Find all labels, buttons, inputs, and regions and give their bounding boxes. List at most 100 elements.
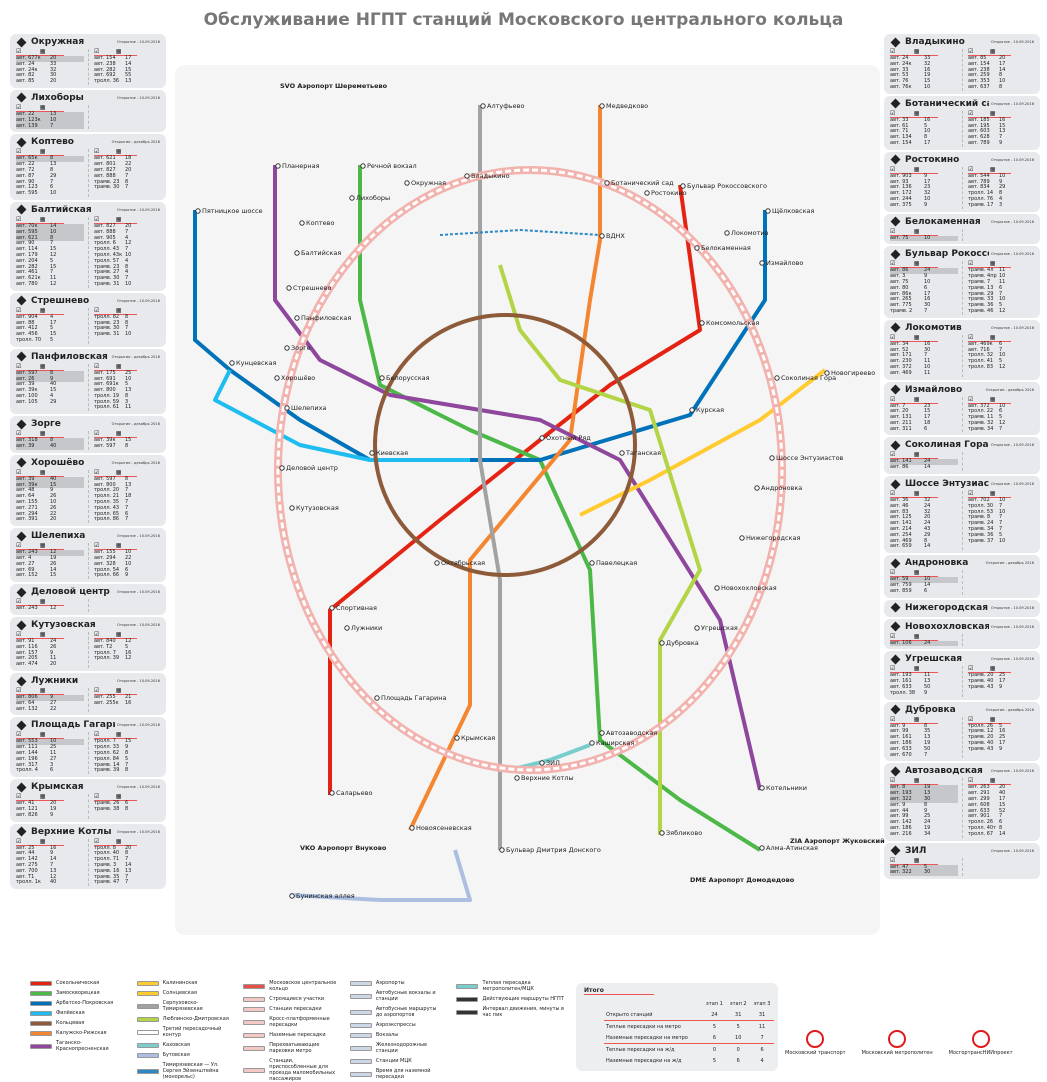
station-marker[interactable] [694, 245, 700, 251]
airport-label[interactable]: VKO Аэропорт Внуково [300, 844, 387, 852]
station-marker[interactable] [759, 845, 765, 851]
station-label[interactable]: Окружная [411, 179, 446, 187]
station-marker[interactable] [344, 625, 350, 631]
station-marker[interactable] [499, 847, 505, 853]
station-label[interactable]: Измайлово [766, 259, 803, 267]
station-marker[interactable] [769, 455, 775, 461]
station-label[interactable]: Ростокино [651, 189, 687, 197]
station-marker[interactable] [294, 315, 300, 321]
station-marker[interactable] [599, 730, 605, 736]
station-label[interactable]: Локомотив [731, 229, 769, 237]
station-label[interactable]: Белокаменная [701, 244, 751, 252]
station-marker[interactable] [754, 485, 760, 491]
station-label[interactable]: Андроновка [761, 484, 802, 492]
station-marker[interactable] [275, 163, 281, 169]
station-marker[interactable] [409, 825, 415, 831]
station-label[interactable]: Угрешская [701, 624, 738, 632]
station-label[interactable]: Шелепиха [291, 404, 326, 412]
station-marker[interactable] [464, 173, 470, 179]
station-label[interactable]: Зорге [291, 344, 311, 352]
airport-label[interactable]: SVO Аэропорт Шереметьево [280, 82, 388, 90]
station-marker[interactable] [680, 183, 686, 189]
station-label[interactable]: Дубровка [666, 639, 699, 647]
station-label[interactable]: Зябликово [666, 829, 702, 837]
station-label[interactable]: Лужники [351, 624, 382, 632]
station-marker[interactable] [759, 260, 765, 266]
station-label[interactable]: Бульвар Дмитрия Донского [506, 846, 601, 854]
station-label[interactable]: Котельники [766, 784, 807, 792]
station-marker[interactable] [289, 505, 295, 511]
station-marker[interactable] [599, 233, 605, 239]
station-label[interactable]: ЗИЛ [546, 759, 560, 767]
station-label[interactable]: Балтийская [301, 249, 341, 257]
station-label[interactable]: Комсомольская [706, 319, 759, 327]
station-label[interactable]: Медведково [606, 102, 648, 110]
station-label[interactable]: Курская [696, 406, 724, 414]
station-marker[interactable] [480, 103, 486, 109]
station-label[interactable]: Верхние Котлы [521, 774, 574, 782]
station-label[interactable]: Панфиловская [301, 314, 351, 322]
station-label[interactable]: Ботанический сад [611, 179, 674, 187]
station-label[interactable]: ВДНХ [606, 232, 625, 240]
station-marker[interactable] [299, 220, 305, 226]
station-label[interactable]: Владыкино [471, 172, 510, 180]
station-marker[interactable] [274, 375, 280, 381]
station-label[interactable]: Новогиреево [831, 369, 875, 377]
station-label[interactable]: Щёлковская [772, 207, 814, 215]
station-marker[interactable] [644, 190, 650, 196]
station-marker[interactable] [659, 640, 665, 646]
station-label[interactable]: Лихоборы [356, 194, 390, 202]
station-marker[interactable] [434, 560, 440, 566]
station-label[interactable]: Спортивная [336, 604, 377, 612]
station-label[interactable]: Новохохловская [721, 584, 777, 592]
station-marker[interactable] [774, 375, 780, 381]
station-marker[interactable] [195, 208, 201, 214]
station-label[interactable]: Таганская [625, 449, 661, 457]
station-marker[interactable] [379, 375, 385, 381]
station-marker[interactable] [404, 180, 410, 186]
station-label[interactable]: Речной вокзал [367, 162, 417, 170]
station-marker[interactable] [739, 535, 745, 541]
station-marker[interactable] [286, 285, 292, 291]
station-marker[interactable] [294, 250, 300, 256]
station-marker[interactable] [824, 370, 830, 376]
station-marker[interactable] [284, 345, 290, 351]
station-marker[interactable] [599, 103, 605, 109]
station-marker[interactable] [759, 785, 765, 791]
station-label[interactable]: Деловой центр [286, 464, 338, 472]
station-label[interactable]: Коптево [306, 219, 334, 227]
station-label[interactable]: Кутузовская [296, 504, 339, 512]
station-label[interactable]: Кунцевская [236, 359, 276, 367]
airport-label[interactable]: ZIA Аэропорт Жуковский [790, 837, 885, 845]
station-marker[interactable] [329, 605, 335, 611]
station-label[interactable]: Каширская [596, 739, 634, 747]
station-label[interactable]: Киевская [376, 449, 408, 457]
station-marker[interactable] [539, 760, 545, 766]
station-label[interactable]: Автозаводская [606, 729, 657, 737]
station-marker[interactable] [694, 625, 700, 631]
station-marker[interactable] [284, 405, 290, 411]
station-marker[interactable] [724, 230, 730, 236]
station-marker[interactable] [454, 735, 460, 741]
station-label[interactable]: Хорошёво [281, 374, 315, 382]
station-label[interactable]: Октябрьская [441, 559, 485, 567]
station-marker[interactable] [374, 695, 380, 701]
station-marker[interactable] [659, 830, 665, 836]
station-label[interactable]: Павелецкая [596, 559, 637, 567]
station-marker[interactable] [349, 195, 355, 201]
station-label[interactable]: Бунинская аллея [296, 892, 355, 900]
station-label[interactable]: Планерная [282, 162, 320, 170]
station-marker[interactable] [589, 560, 595, 566]
station-marker[interactable] [279, 465, 285, 471]
station-marker[interactable] [360, 163, 366, 169]
station-label[interactable]: Нижегородская [746, 534, 800, 542]
station-label[interactable]: Стрешнево [293, 284, 331, 292]
station-marker[interactable] [699, 320, 705, 326]
station-label[interactable]: Саларьево [336, 789, 372, 797]
station-marker[interactable] [589, 740, 595, 746]
station-label[interactable]: Охотный Ряд [546, 434, 591, 442]
station-marker[interactable] [289, 893, 295, 899]
station-marker[interactable] [229, 360, 235, 366]
station-label[interactable]: Новоясеневская [416, 824, 472, 832]
station-label[interactable]: Площадь Гагарина [381, 694, 446, 702]
